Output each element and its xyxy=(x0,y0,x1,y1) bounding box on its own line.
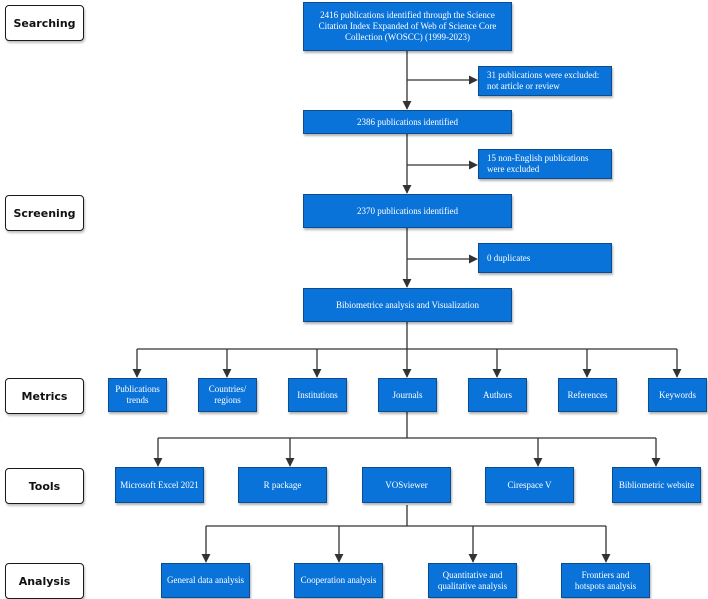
tool-bibliometric-website: Bibliometric website xyxy=(612,467,701,503)
stage-metrics: Metrics xyxy=(5,378,84,414)
tool-cirespace: Cirespace V xyxy=(485,467,574,503)
metric-countries-regions: Countries/ regions xyxy=(198,378,257,412)
node-duplicates: 0 duplicates xyxy=(478,243,612,273)
stage-screening: Screening xyxy=(5,195,84,231)
stage-searching: Searching xyxy=(5,5,84,41)
node-excluded-type: 31 publications were excluded: not artic… xyxy=(478,66,612,96)
tool-vosviewer: VOSviewer xyxy=(362,467,451,503)
node-excluded-language: 15 non-English publications were exclude… xyxy=(478,149,612,179)
node-identified-2386: 2386 publications identified xyxy=(303,110,512,134)
node-identified-2370: 2370 publications identified xyxy=(303,194,512,228)
metric-references: References xyxy=(558,378,617,412)
analysis-cooperation: Cooperation analysis xyxy=(294,563,383,598)
metric-authors: Authors xyxy=(468,378,527,412)
metric-publications-trends: Publications trends xyxy=(108,378,167,412)
metric-institutions: Institutions xyxy=(288,378,347,412)
stage-analysis: Analysis xyxy=(5,563,84,599)
stage-tools: Tools xyxy=(5,468,84,504)
node-analysis-step: Bibiometrice analysis and Visualization xyxy=(303,288,512,322)
analysis-quantitative-qualitative: Quantitative and qualitative analysis xyxy=(428,563,517,598)
analysis-frontiers-hotspots: Frontiers and hotspots analysis xyxy=(561,563,650,598)
metric-keywords: Keywords xyxy=(648,378,707,412)
metric-journals: Journals xyxy=(378,378,437,412)
analysis-general-data: General data analysis xyxy=(161,563,250,598)
tool-microsoft-excel: Microsoft Excel 2021 xyxy=(115,467,204,503)
node-identified-initial: 2416 publications identified through the… xyxy=(303,2,512,51)
tool-r-package: R package xyxy=(238,467,327,503)
